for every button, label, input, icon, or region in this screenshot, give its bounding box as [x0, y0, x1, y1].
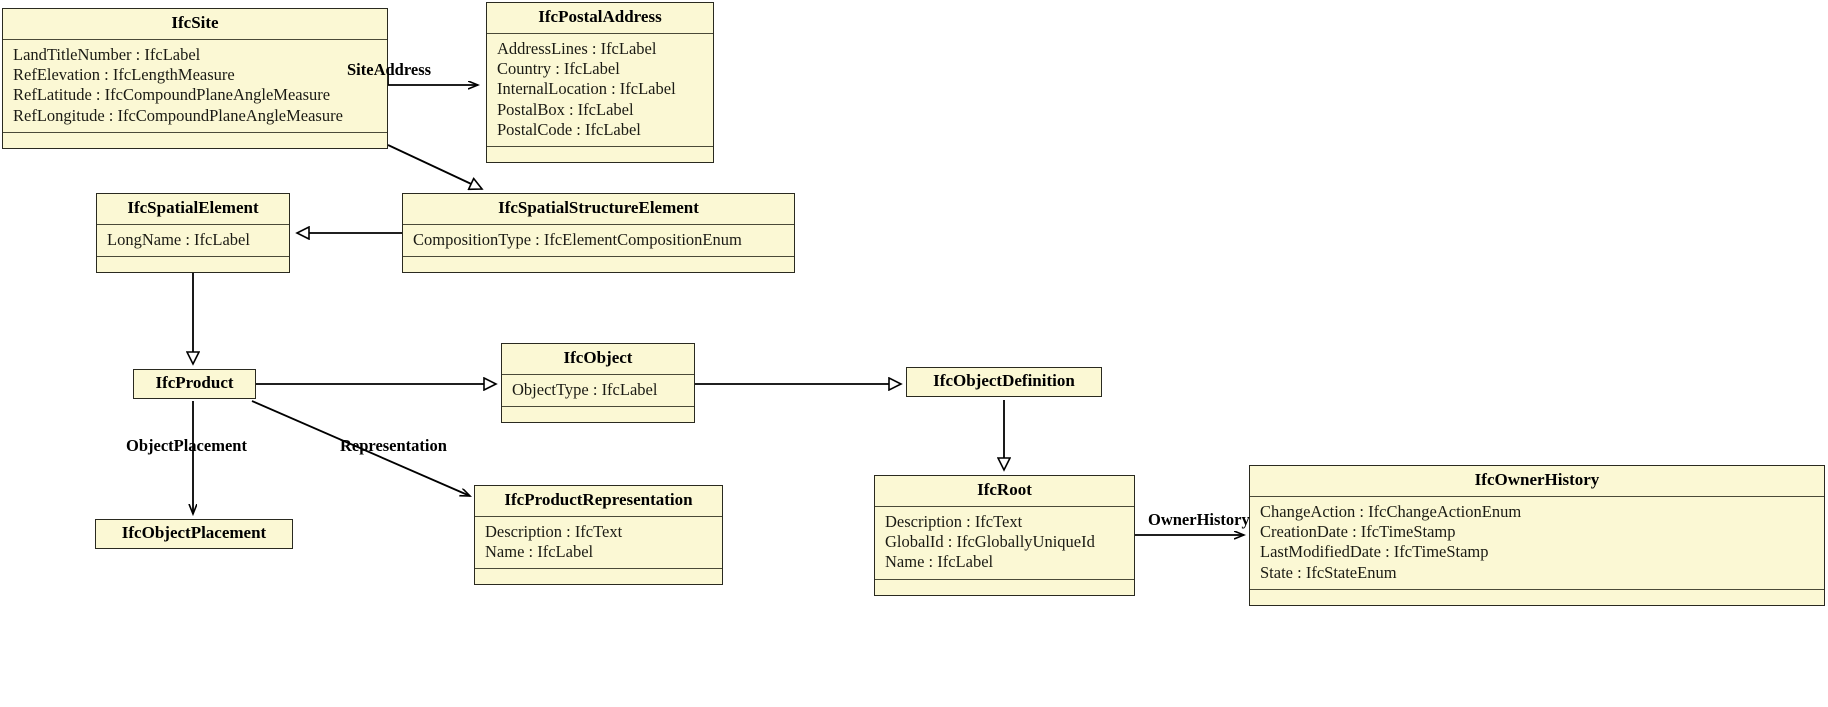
class-box-ifcobjectplacement[interactable]: IfcObjectPlacement: [95, 519, 293, 549]
class-attribute: Name : IfcLabel: [485, 541, 594, 561]
class-title: IfcRoot: [875, 476, 1134, 507]
class-box-ifcroot[interactable]: IfcRoot Description : IfcText GlobalId :…: [874, 475, 1135, 596]
class-attributes: Description : IfcText Name : IfcLabel: [475, 517, 722, 570]
class-operations: [475, 569, 722, 584]
class-attribute: PostalBox : IfcLabel: [497, 99, 634, 119]
class-operations: [97, 257, 289, 272]
class-attribute: RefLatitude : IfcCompoundPlaneAngleMeasu…: [13, 85, 331, 105]
class-box-ifcobject[interactable]: IfcObject ObjectType : IfcLabel: [501, 343, 695, 423]
class-attributes: CompositionType : IfcElementCompositionE…: [403, 225, 794, 257]
class-box-ifcownerhistory[interactable]: IfcOwnerHistory ChangeAction : IfcChange…: [1249, 465, 1825, 606]
class-title: IfcSpatialStructureElement: [403, 194, 794, 225]
class-title: IfcProduct: [155, 373, 234, 392]
class-box-ifcproduct[interactable]: IfcProduct: [133, 369, 256, 399]
class-attribute: RefElevation : IfcLengthMeasure: [13, 64, 235, 84]
class-attributes: ChangeAction : IfcChangeActionEnum Creat…: [1250, 497, 1824, 590]
class-box-ifcobjectdefinition[interactable]: IfcObjectDefinition: [906, 367, 1102, 397]
class-attribute: LandTitleNumber : IfcLabel: [13, 44, 201, 64]
class-operations: [1250, 590, 1824, 605]
class-title: IfcProductRepresentation: [475, 486, 722, 517]
class-box-ifcproductrepresentation[interactable]: IfcProductRepresentation Description : I…: [474, 485, 723, 586]
class-title: IfcObjectDefinition: [933, 371, 1075, 390]
class-box-ifcspatialstructureelement[interactable]: IfcSpatialStructureElement CompositionTy…: [402, 193, 795, 273]
edge-label-site-address: SiteAddress: [347, 60, 432, 79]
class-title: IfcSite: [3, 9, 387, 40]
class-box-ifcpostaladdress[interactable]: IfcPostalAddress AddressLines : IfcLabel…: [486, 2, 714, 164]
class-attributes: AddressLines : IfcLabel Country : IfcLab…: [487, 34, 713, 148]
class-attribute: LongName : IfcLabel: [107, 229, 250, 249]
class-attribute: RefLongitude : IfcCompoundPlaneAngleMeas…: [13, 105, 343, 125]
class-attribute: CreationDate : IfcTimeStamp: [1260, 521, 1456, 541]
class-attribute: LastModifiedDate : IfcTimeStamp: [1260, 542, 1489, 562]
edge-label-owner-history: OwnerHistory: [1148, 510, 1250, 529]
class-attributes: Description : IfcText GlobalId : IfcGlob…: [875, 507, 1134, 580]
edge-label-object-placement: ObjectPlacement: [126, 436, 247, 455]
class-operations: [403, 257, 794, 272]
class-title: IfcPostalAddress: [487, 3, 713, 34]
class-attribute: Country : IfcLabel: [497, 58, 620, 78]
class-attributes: ObjectType : IfcLabel: [502, 375, 694, 407]
class-attribute: State : IfcStateEnum: [1260, 562, 1397, 582]
class-attribute: GlobalId : IfcGloballyUniqueId: [885, 531, 1095, 551]
class-title: IfcSpatialElement: [97, 194, 289, 225]
class-operations: [487, 147, 713, 162]
class-attributes: LongName : IfcLabel: [97, 225, 289, 257]
class-attribute: InternalLocation : IfcLabel: [497, 79, 676, 99]
edge-site-to-spatialstructureelement: [387, 144, 482, 189]
class-box-ifcspatialelement[interactable]: IfcSpatialElement LongName : IfcLabel: [96, 193, 290, 273]
class-title: IfcObject: [502, 344, 694, 375]
edge-label-representation: Representation: [340, 436, 447, 455]
class-attribute: Description : IfcText: [885, 511, 1023, 531]
class-attributes: LandTitleNumber : IfcLabel RefElevation …: [3, 40, 387, 133]
class-attribute: Description : IfcText: [485, 521, 623, 541]
class-attribute: AddressLines : IfcLabel: [497, 38, 657, 58]
class-attribute: CompositionType : IfcElementCompositionE…: [413, 229, 742, 249]
class-attribute: ObjectType : IfcLabel: [512, 379, 658, 399]
class-operations: [875, 580, 1134, 595]
class-box-ifcsite[interactable]: IfcSite LandTitleNumber : IfcLabel RefEl…: [2, 8, 388, 149]
class-operations: [3, 133, 387, 148]
class-title: IfcObjectPlacement: [121, 523, 267, 542]
class-attribute: Name : IfcLabel: [885, 552, 994, 572]
class-attribute: ChangeAction : IfcChangeActionEnum: [1260, 501, 1522, 521]
class-title: IfcOwnerHistory: [1250, 466, 1824, 497]
class-attribute: PostalCode : IfcLabel: [497, 119, 641, 139]
class-operations: [502, 407, 694, 422]
